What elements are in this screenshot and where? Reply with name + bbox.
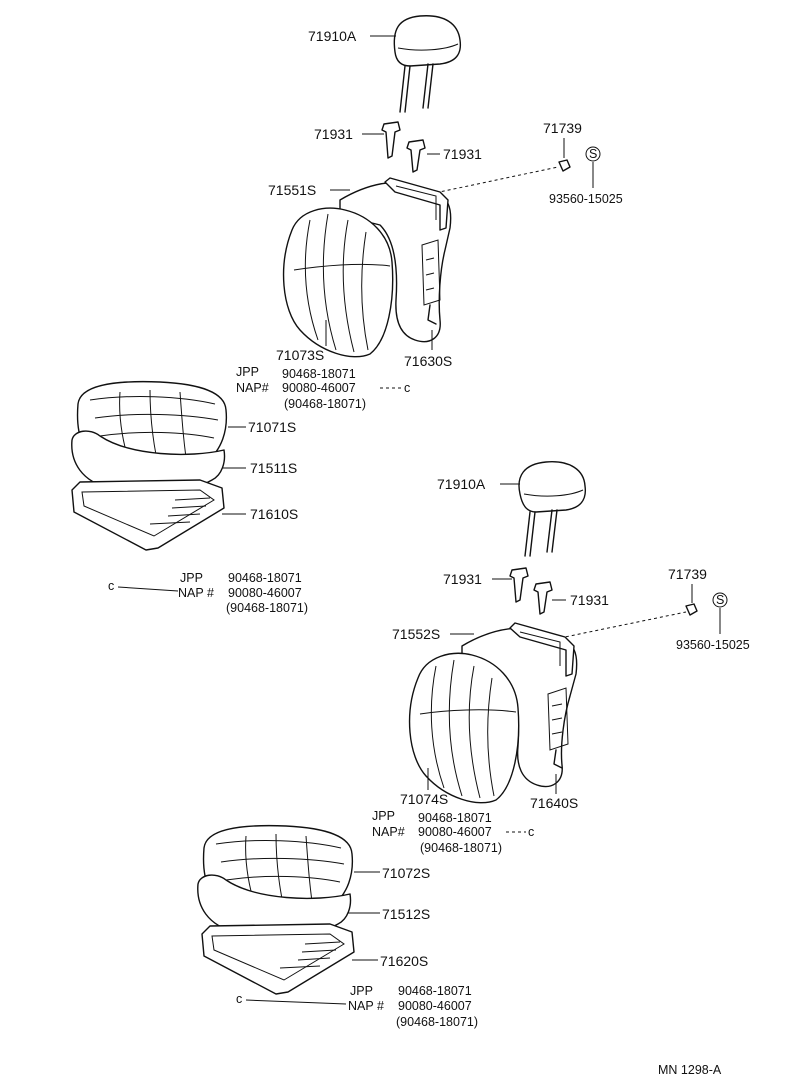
lower-headrest bbox=[500, 461, 587, 557]
lower-clip-part-label: 93560-15025 bbox=[676, 638, 750, 652]
upper-clip-part-label: 93560-15025 bbox=[549, 192, 623, 206]
upper-hog2-nap-part: 90080-46007 bbox=[228, 586, 302, 600]
upper-back-cover bbox=[282, 207, 394, 358]
lower-hog2-nap-part: 90080-46007 bbox=[398, 999, 472, 1013]
upper-back-frame-label: 71551S bbox=[268, 182, 316, 198]
lower-clip bbox=[559, 584, 728, 639]
lower-hog1-jpp-label: JPP bbox=[372, 809, 395, 823]
upper-clip-label: 71739 bbox=[543, 120, 582, 136]
upper-clip bbox=[429, 138, 601, 195]
lower-hog1-alt-part: (90468-18071) bbox=[420, 841, 502, 855]
lower-hog2-nap-label: NAP # bbox=[348, 999, 384, 1013]
upper-hog1-jpp-part: 90468-18071 bbox=[282, 367, 356, 381]
upper-hog1-nap-label: NAP# bbox=[236, 381, 269, 395]
upper-cushion-frame-label: 71610S bbox=[250, 506, 298, 522]
upper-cushion-cover-label: 71071S bbox=[248, 419, 296, 435]
upper-guide-left-label: 71931 bbox=[314, 126, 353, 142]
upper-assembly bbox=[71, 15, 601, 592]
lower-labels: 71910A 71931 71931 71739 S 93560-15025 7… bbox=[236, 476, 750, 1029]
lower-hog1-nap-label: NAP# bbox=[372, 825, 405, 839]
lower-hogring-2-marker bbox=[245, 999, 347, 1005]
lower-guides bbox=[492, 567, 566, 615]
lower-clip-symbol: S bbox=[716, 593, 724, 607]
lower-hog2-marker-label: c bbox=[236, 992, 242, 1006]
lower-cushion-frame-label: 71620S bbox=[380, 953, 428, 969]
lower-hog1-jpp-part: 90468-18071 bbox=[418, 811, 492, 825]
lower-hog2-alt-part: (90468-18071) bbox=[396, 1015, 478, 1029]
lower-cushion-frame bbox=[201, 923, 378, 995]
upper-cushion-frame bbox=[71, 479, 246, 551]
upper-hog1-marker-label: c bbox=[404, 381, 410, 395]
upper-hog2-marker-label: c bbox=[108, 579, 114, 593]
drawing-id: MN 1298-A bbox=[658, 1063, 722, 1077]
upper-hog1-nap-part: 90080-46007 bbox=[282, 381, 356, 395]
lower-back-cover bbox=[408, 652, 520, 804]
lower-back-spring-label: 71640S bbox=[530, 795, 578, 811]
upper-hog2-jpp-label: JPP bbox=[180, 571, 203, 585]
lower-hog2-jpp-label: JPP bbox=[350, 984, 373, 998]
lower-back-cover-label: 71074S bbox=[400, 791, 448, 807]
lower-assembly bbox=[197, 461, 728, 1005]
upper-labels: 71910A 71931 71931 71739 S 93560-15025 7… bbox=[108, 28, 623, 615]
lower-guide-left-label: 71931 bbox=[443, 571, 482, 587]
upper-hog2-jpp-part: 90468-18071 bbox=[228, 571, 302, 585]
upper-hogring-2-marker bbox=[117, 586, 179, 592]
upper-hog2-alt-part: (90468-18071) bbox=[226, 601, 308, 615]
upper-hog2-nap-label: NAP # bbox=[178, 586, 214, 600]
lower-hog1-marker-label: c bbox=[528, 825, 534, 839]
lower-guide-right-label: 71931 bbox=[570, 592, 609, 608]
lower-cushion-cover-label: 71072S bbox=[382, 865, 430, 881]
lower-hog1-nap-part: 90080-46007 bbox=[418, 825, 492, 839]
lower-cushion-pad-label: 71512S bbox=[382, 906, 430, 922]
lower-headrest-label: 71910A bbox=[437, 476, 486, 492]
upper-clip-symbol: S bbox=[589, 147, 597, 161]
upper-headrest bbox=[370, 15, 462, 113]
upper-back-spring-label: 71630S bbox=[404, 353, 452, 369]
upper-hog1-jpp-label: JPP bbox=[236, 365, 259, 379]
upper-headrest-label: 71910A bbox=[308, 28, 357, 44]
lower-back-frame-label: 71552S bbox=[392, 626, 440, 642]
lower-hog2-jpp-part: 90468-18071 bbox=[398, 984, 472, 998]
upper-guide-right-label: 71931 bbox=[443, 146, 482, 162]
upper-guides bbox=[362, 121, 440, 173]
upper-hog1-alt-part: (90468-18071) bbox=[284, 397, 366, 411]
upper-back-cover-label: 71073S bbox=[276, 347, 324, 363]
lower-clip-label: 71739 bbox=[668, 566, 707, 582]
upper-cushion-pad-label: 71511S bbox=[250, 460, 297, 476]
